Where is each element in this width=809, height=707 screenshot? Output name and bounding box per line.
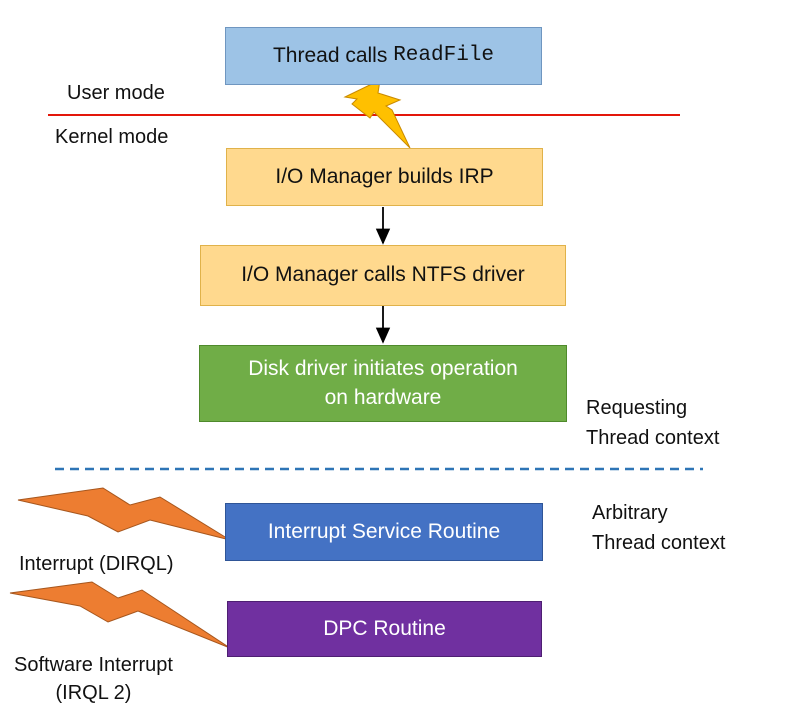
software-interrupt-label: Software Interrupt (IRQL 2): [14, 651, 173, 707]
software-interrupt-line1: Software Interrupt: [14, 654, 173, 676]
software-interrupt-line2: (IRQL 2): [55, 682, 132, 704]
software-interrupt-lightning-icon: [9, 581, 231, 649]
dpc-routine-box: DPC Routine: [227, 601, 542, 657]
readfile-function-name: ReadFile: [393, 43, 495, 67]
user-mode-label: User mode: [67, 82, 165, 104]
io-manager-calls-ntfs-box: I/O Manager calls NTFS driver: [200, 245, 566, 306]
disk-driver-text-line2: on hardware: [324, 385, 442, 409]
disk-driver-operation-box: Disk driver initiates operation on hardw…: [199, 345, 567, 422]
requesting-context-line2: Thread context: [586, 427, 720, 449]
thread-calls-text: Thread calls: [272, 43, 394, 67]
interrupt-service-routine-box: Interrupt Service Routine: [225, 503, 543, 561]
arbitrary-context-label: Arbitrary Thread context: [592, 498, 725, 558]
requesting-context-label: Requesting Thread context: [586, 393, 719, 453]
isr-text: Interrupt Service Routine: [267, 519, 501, 543]
syscall-lightning-icon: [343, 79, 411, 149]
kernel-mode-label: Kernel mode: [55, 126, 169, 148]
interrupt-dirql-label: Interrupt (DIRQL): [19, 553, 174, 575]
arbitrary-context-line1: Arbitrary: [592, 502, 668, 524]
io-manager-builds-irp-text: I/O Manager builds IRP: [275, 164, 494, 188]
thread-calls-readfile-box: Thread calls ReadFile: [225, 27, 542, 85]
dpc-text: DPC Routine: [323, 616, 446, 640]
io-manager-calls-ntfs-text: I/O Manager calls NTFS driver: [241, 263, 525, 287]
io-manager-builds-irp-box: I/O Manager builds IRP: [226, 148, 543, 206]
arbitrary-context-line2: Thread context: [592, 532, 726, 554]
hardware-interrupt-lightning-icon: [17, 487, 231, 541]
requesting-context-line1: Requesting: [586, 397, 688, 419]
disk-driver-text-line1: Disk driver initiates operation: [248, 357, 518, 381]
